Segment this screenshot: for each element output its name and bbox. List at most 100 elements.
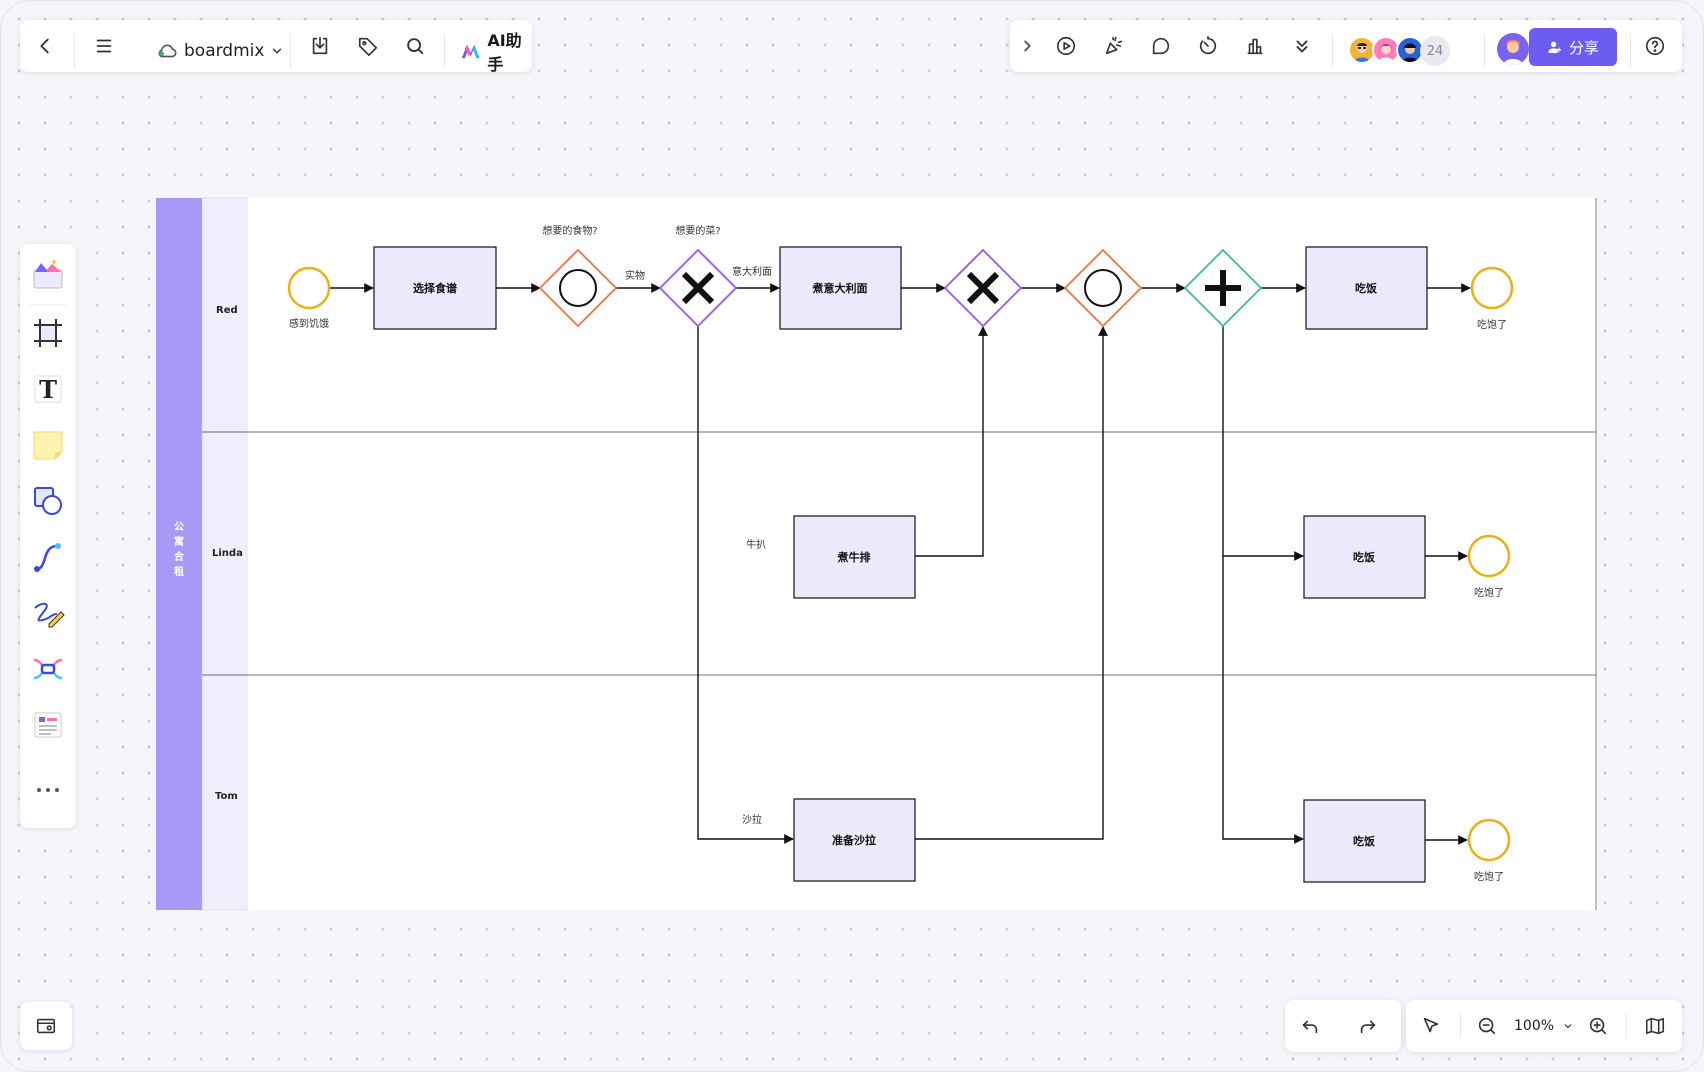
task-label: 吃饭 <box>1353 550 1375 564</box>
mindmap-icon[interactable] <box>25 646 71 692</box>
shape-icon[interactable] <box>25 478 71 524</box>
flow-label: 牛扒 <box>746 538 766 551</box>
end-event-linda[interactable] <box>1467 534 1511 578</box>
gateway-inclusive-1[interactable] <box>538 248 618 328</box>
frame-icon[interactable] <box>25 310 71 356</box>
more-down-icon[interactable] <box>1285 29 1319 63</box>
divider <box>1460 1014 1461 1038</box>
pen-icon[interactable] <box>25 590 71 636</box>
divider <box>444 34 445 68</box>
task-label: 吃饭 <box>1355 281 1377 295</box>
task-prepare-salad[interactable] <box>793 798 916 882</box>
gateway-parallel[interactable] <box>1183 248 1263 328</box>
left-toolbar: T <box>20 244 76 828</box>
divider <box>1484 34 1485 68</box>
zoom-level: 100% <box>1514 1018 1555 1034</box>
menu-icon[interactable] <box>87 29 121 63</box>
pool-title: 公寓合租 <box>174 522 184 578</box>
cloud-icon <box>158 44 177 58</box>
svg-text:T: T <box>39 375 57 404</box>
download-icon[interactable] <box>303 29 337 63</box>
zoom-out-icon[interactable] <box>1470 1009 1504 1043</box>
top-left-toolbar: boardmix AI助手 <box>20 20 532 74</box>
select-icon[interactable] <box>1414 1009 1448 1043</box>
sticky-note-icon[interactable] <box>25 422 71 468</box>
collaborator-count[interactable]: 24 <box>1420 36 1450 66</box>
task-select-recipe[interactable] <box>373 246 497 330</box>
ai-assistant-label: AI助手 <box>487 31 522 74</box>
lane-label-red: Red <box>216 305 238 316</box>
gateway-exclusive-1[interactable] <box>658 248 738 328</box>
play-icon[interactable] <box>1049 29 1083 63</box>
help-icon[interactable] <box>1638 29 1672 63</box>
minimap-icon[interactable] <box>29 1009 63 1043</box>
divider <box>1630 34 1631 68</box>
task-eat-tom[interactable] <box>1303 799 1426 883</box>
divider <box>1332 34 1333 68</box>
board-name-button[interactable]: boardmix <box>156 36 284 66</box>
divider <box>1626 1014 1627 1038</box>
table-icon[interactable] <box>25 702 71 748</box>
gateway-label: 想要的菜? <box>675 224 720 237</box>
chevron-down-icon <box>1564 1024 1572 1029</box>
event-label: 吃饱了 <box>1474 586 1504 599</box>
pool-header[interactable] <box>156 198 202 910</box>
timer-icon[interactable] <box>1191 29 1225 63</box>
task-label: 煮意大利面 <box>812 281 868 295</box>
undo-redo-panel <box>1285 1000 1401 1052</box>
vote-icon[interactable] <box>1238 29 1272 63</box>
tag-icon[interactable] <box>351 29 385 63</box>
task-eat-red[interactable] <box>1305 246 1428 330</box>
start-event[interactable] <box>287 266 331 310</box>
template-icon[interactable] <box>25 252 71 298</box>
flow-label: 实物 <box>625 269 645 282</box>
redo-icon[interactable] <box>1351 1009 1385 1043</box>
celebrate-icon[interactable] <box>1097 29 1131 63</box>
connector-icon[interactable] <box>25 534 71 580</box>
collaborator-avatar[interactable] <box>1396 36 1424 64</box>
task-cook-pasta[interactable] <box>779 246 902 330</box>
task-cook-steak[interactable] <box>793 515 916 599</box>
end-event-red[interactable] <box>1470 266 1514 310</box>
divider <box>74 34 75 68</box>
minimap-panel <box>20 1002 72 1050</box>
flow-label: 沙拉 <box>742 813 762 826</box>
more-icon[interactable] <box>25 774 71 806</box>
task-label: 煮牛排 <box>837 550 871 564</box>
lane-header-linda[interactable] <box>201 431 248 676</box>
zoom-in-icon[interactable] <box>1581 1009 1615 1043</box>
gateway-exclusive-2[interactable] <box>943 248 1023 328</box>
map-icon[interactable] <box>1638 1009 1672 1043</box>
collaborator-avatar[interactable] <box>1372 36 1400 64</box>
undo-icon[interactable] <box>1293 1009 1327 1043</box>
share-button[interactable]: 分享 <box>1529 28 1617 66</box>
task-label: 吃饭 <box>1353 834 1375 848</box>
back-icon[interactable] <box>28 29 62 63</box>
user-avatar[interactable] <box>1497 33 1529 65</box>
text-icon[interactable]: T <box>25 366 71 412</box>
gateway-inclusive-2[interactable] <box>1063 248 1143 328</box>
comment-icon[interactable] <box>1144 29 1178 63</box>
sequence-flows <box>330 283 1471 845</box>
zoom-level-select[interactable]: 100% <box>1514 1000 1574 1052</box>
end-event-tom[interactable] <box>1467 818 1511 862</box>
divider <box>290 34 291 68</box>
board-name: boardmix <box>184 41 265 61</box>
share-label: 分享 <box>1568 38 1599 57</box>
ai-logo-icon <box>461 44 480 59</box>
gateway-label: 想要的食物? <box>542 224 597 237</box>
lane-label-linda: Linda <box>212 548 243 559</box>
task-eat-linda[interactable] <box>1303 515 1426 599</box>
search-icon[interactable] <box>398 29 432 63</box>
event-label: 感到饥饿 <box>289 317 329 330</box>
task-label: 选择食谱 <box>413 281 457 295</box>
top-right-toolbar: 24 分享 <box>1010 20 1682 72</box>
ai-assistant-button[interactable]: AI助手 <box>460 31 532 74</box>
lane-header-tom[interactable] <box>201 674 248 911</box>
lane-header-red[interactable] <box>201 197 248 433</box>
flow-label: 意大利面 <box>732 265 772 278</box>
expand-icon[interactable] <box>1010 29 1044 63</box>
event-label: 吃饱了 <box>1474 870 1504 883</box>
chevron-down-icon[interactable] <box>270 44 284 58</box>
